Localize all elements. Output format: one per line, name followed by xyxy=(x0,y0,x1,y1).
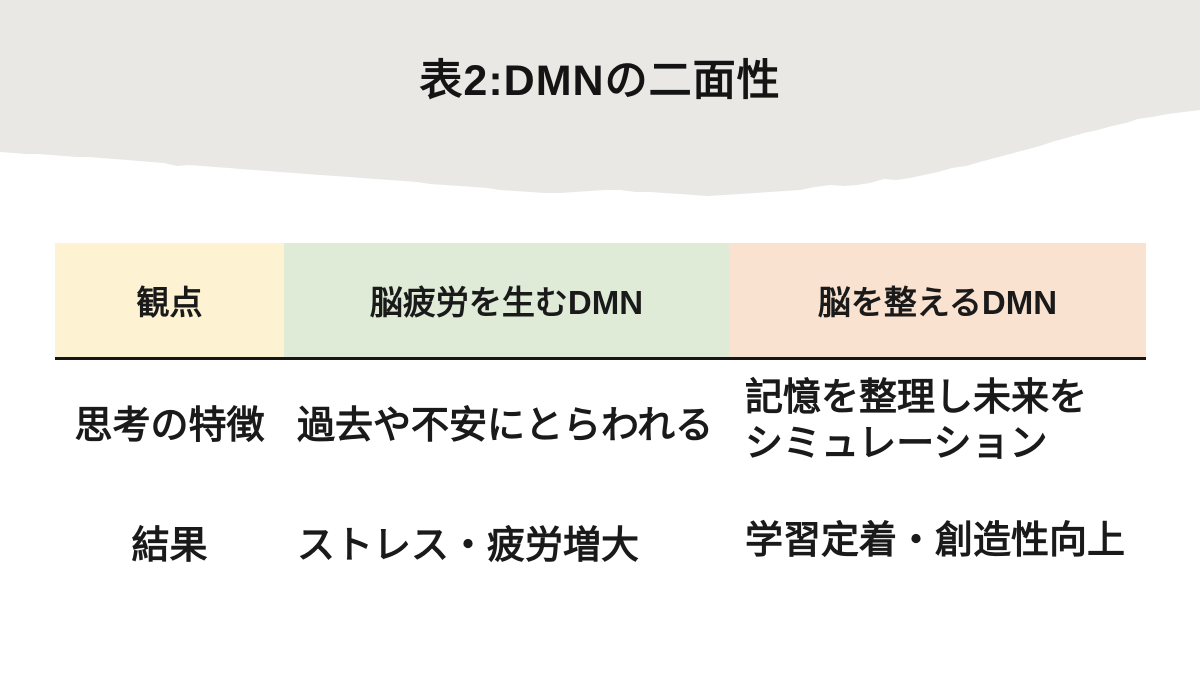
torn-paper-shape xyxy=(0,0,1200,196)
row-result-fatigue-value: ストレス・疲労増大 xyxy=(284,482,729,600)
dmn-comparison-table: 観点 脳疲労を生むDMN 脳を整えるDMN 思考の特徴 過去や不安にとらわれる … xyxy=(55,243,1146,600)
header-cell-fatigue-dmn: 脳疲労を生むDMN xyxy=(284,243,729,360)
row-thinking-label: 思考の特徴 xyxy=(55,360,284,482)
row-thinking-healthy-value: 記憶を整理し未来を シミュレーション xyxy=(729,360,1146,482)
row-result-healthy-value: 学習定着・創造性向上 xyxy=(729,482,1146,600)
row-thinking-fatigue-value: 過去や不安にとらわれる xyxy=(284,360,729,482)
header-cell-healthy-dmn: 脳を整えるDMN xyxy=(729,243,1146,360)
figure-title: 表2:DMNの二面性 xyxy=(419,57,781,105)
torn-paper-background xyxy=(0,0,1200,196)
row-result-label: 結果 xyxy=(55,482,284,600)
header-cell-viewpoint: 観点 xyxy=(55,243,284,360)
